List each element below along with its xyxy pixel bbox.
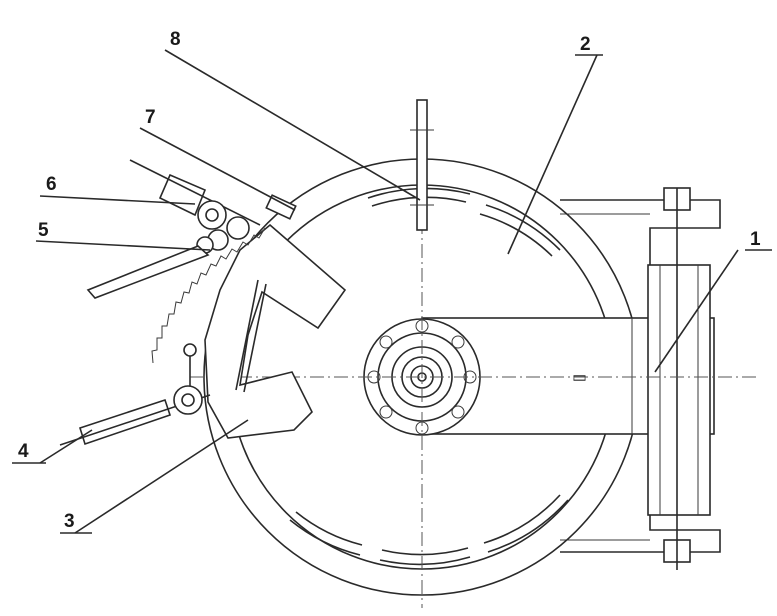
leader-3 [74,419,249,534]
callout-5: 5 [38,220,49,241]
callout-4: 4 [18,441,29,462]
leader-8 [164,49,421,201]
vertical-shaft [647,187,711,570]
callout-6: 6 [46,174,57,195]
leader-lines [12,49,772,534]
shaft-marking: [] [573,374,588,381]
leader-2 [507,54,598,255]
callout-2: 2 [580,34,591,55]
callout-3: 3 [64,511,75,532]
top-pin [410,99,434,231]
leader-7 [139,127,296,211]
callout-7: 7 [145,107,156,128]
shaft-marking-text: [] [573,374,588,381]
sector-gear [151,223,347,439]
lower-crank-assembly [59,343,211,446]
callout-1: 1 [750,229,761,250]
ring-slots [289,187,569,566]
leader-1 [654,249,739,373]
leader-4 [39,429,93,464]
leader-6 [39,195,196,205]
leader-5 [35,240,211,251]
callout-labels: 1 2 3 4 5 6 7 8 [18,29,761,532]
upper-crank-assembly [86,159,297,299]
callout-8: 8 [170,29,181,50]
